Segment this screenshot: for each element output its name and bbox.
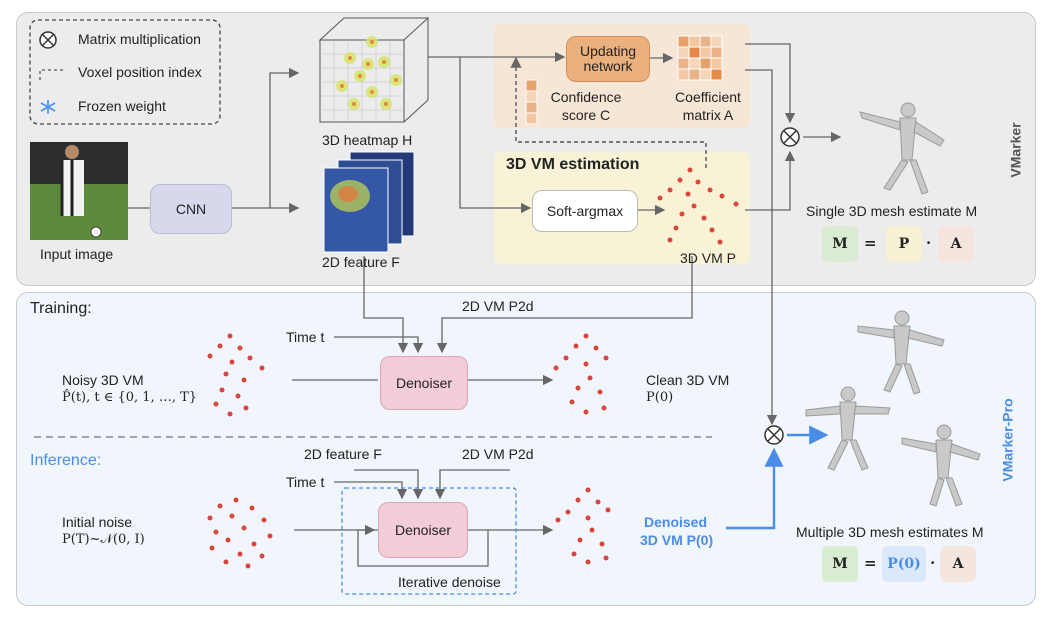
cnn-label: CNN: [175, 201, 207, 217]
vmarker-pro-panel: [16, 292, 1036, 606]
eq-top-p: P: [886, 226, 922, 262]
initial-noise-label: Initial noise: [62, 514, 133, 530]
eq-top-equals: =: [864, 234, 877, 252]
eq-bottom-dot: ·: [930, 554, 936, 572]
softargmax-label: Soft-argmax: [546, 203, 624, 219]
eq-bottom-equals: =: [864, 554, 877, 572]
eq-bottom-a: A: [940, 546, 976, 582]
confidence-label: Confidence score C: [550, 89, 622, 123]
updating-label: Updating network: [579, 43, 637, 74]
legend-frozen: Frozen weight: [78, 98, 166, 114]
vmarker-pro-label: VMarker-Pro: [999, 398, 1016, 482]
legend-voxel: Voxel position index: [78, 64, 202, 80]
inference-time-label: Time t: [286, 474, 325, 490]
inference-denoiser: Denoiser: [378, 502, 468, 558]
softargmax-block: Soft-argmax: [532, 190, 638, 232]
multiple-mesh-label: Multiple 3D mesh estimates M: [796, 524, 984, 540]
noisy-vm-label: Noisy 3D VM: [62, 372, 144, 388]
eq-bottom-m: M: [822, 546, 858, 582]
heatmap-label: 3D heatmap H: [322, 132, 413, 148]
inference-feature-label: 2D feature F: [304, 446, 382, 462]
input-image-label: Input image: [40, 246, 114, 262]
training-title: Training:: [30, 300, 92, 317]
coefficient-label: Coefficient matrix A: [675, 89, 741, 123]
eq-top-a: A: [938, 226, 974, 262]
legend-matmul: Matrix multiplication: [78, 31, 201, 47]
feature-label: 2D feature F: [322, 254, 400, 270]
inference-vm2d-label: 2D VM P2d: [462, 446, 534, 462]
eq-bottom-p0: P(0): [882, 546, 926, 582]
updating-network-block: Updating network: [566, 36, 650, 82]
training-denoiser: Denoiser: [380, 356, 468, 410]
eq-top-dot: ·: [926, 234, 932, 252]
vmarker-label: VMarker: [1007, 122, 1024, 178]
denoised-label: Denoised: [644, 514, 708, 530]
eq-top-m: M: [822, 226, 858, 262]
training-vm2d-label: 2D VM P2d: [462, 298, 534, 314]
initial-noise-formula: P(T)~𝒩(0, I): [62, 532, 145, 547]
training-time-label: Time t: [286, 329, 325, 345]
inference-title: Inference:: [30, 452, 102, 469]
clean-vm-label: Clean 3D VM: [646, 372, 730, 388]
iterative-label: Iterative denoise: [398, 574, 501, 590]
cnn-block: CNN: [150, 184, 232, 234]
vm-p-label: 3D VM P: [680, 250, 737, 266]
inference-denoiser-label: Denoiser: [394, 522, 452, 538]
clean-vm-formula: P(0): [646, 390, 674, 405]
training-denoiser-label: Denoiser: [395, 375, 453, 391]
noisy-vm-formula: P̂(t), t ∈ {0, 1, …, T}: [62, 390, 198, 405]
single-mesh-label: Single 3D mesh estimate M: [806, 203, 978, 219]
vm-estimation-title: 3D VM estimation: [506, 156, 640, 173]
denoised-formula: 3D VM P(0): [640, 532, 714, 548]
